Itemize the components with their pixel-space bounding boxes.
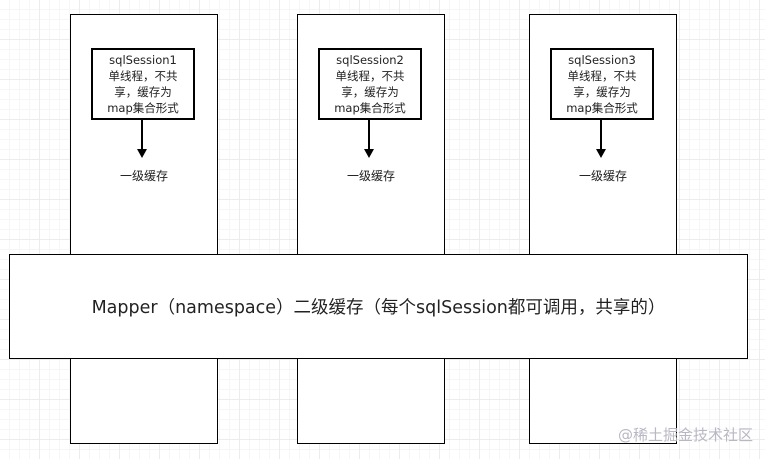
session-desc-line: 单线程，不共 (108, 69, 178, 83)
mapper-label: Mapper（namespace）二级缓存（每个sqlSession都可调用，共… (91, 298, 666, 318)
sqlsession-column-3: sqlSession3 单线程，不共 享，缓存为 map集合形式 一级缓存 (529, 14, 677, 444)
arrow-line (600, 120, 602, 151)
watermark: @稀土掘金技术社区 (617, 426, 753, 444)
mapper-second-level-cache-box: Mapper（namespace）二级缓存（每个sqlSession都可调用，共… (9, 254, 748, 359)
first-level-cache-label: 一级缓存 (346, 169, 395, 183)
session-desc-line: map集合形式 (334, 101, 406, 115)
sqlsession-box-3: sqlSession3 单线程，不共 享，缓存为 map集合形式 (550, 48, 654, 120)
session-desc-line: 享，缓存为 (114, 85, 172, 99)
arrow-line (368, 120, 370, 151)
session-desc-line: 享，缓存为 (341, 85, 399, 99)
arrow-head-icon (137, 149, 147, 158)
first-level-cache-label: 一级缓存 (578, 169, 627, 183)
sqlsession-column-2: sqlSession2 单线程，不共 享，缓存为 map集合形式 一级缓存 (297, 14, 445, 444)
session-desc-line: map集合形式 (107, 101, 179, 115)
session-desc-line: 单线程，不共 (567, 69, 637, 83)
sqlsession-column-1: sqlSession1 单线程，不共 享，缓存为 map集合形式 一级缓存 (70, 14, 218, 444)
arrow-line (141, 120, 143, 151)
arrow-head-icon (596, 149, 606, 158)
session-desc-line: 享，缓存为 (573, 85, 631, 99)
session-name: sqlSession3 (568, 53, 636, 67)
session-name: sqlSession1 (109, 53, 177, 67)
session-desc-line: map集合形式 (566, 101, 638, 115)
first-level-cache-label: 一级缓存 (119, 169, 168, 183)
arrow-head-icon (364, 149, 374, 158)
session-name: sqlSession2 (336, 53, 404, 67)
sqlsession-box-1: sqlSession1 单线程，不共 享，缓存为 map集合形式 (91, 48, 195, 120)
session-desc-line: 单线程，不共 (335, 69, 405, 83)
sqlsession-box-2: sqlSession2 单线程，不共 享，缓存为 map集合形式 (318, 48, 422, 120)
